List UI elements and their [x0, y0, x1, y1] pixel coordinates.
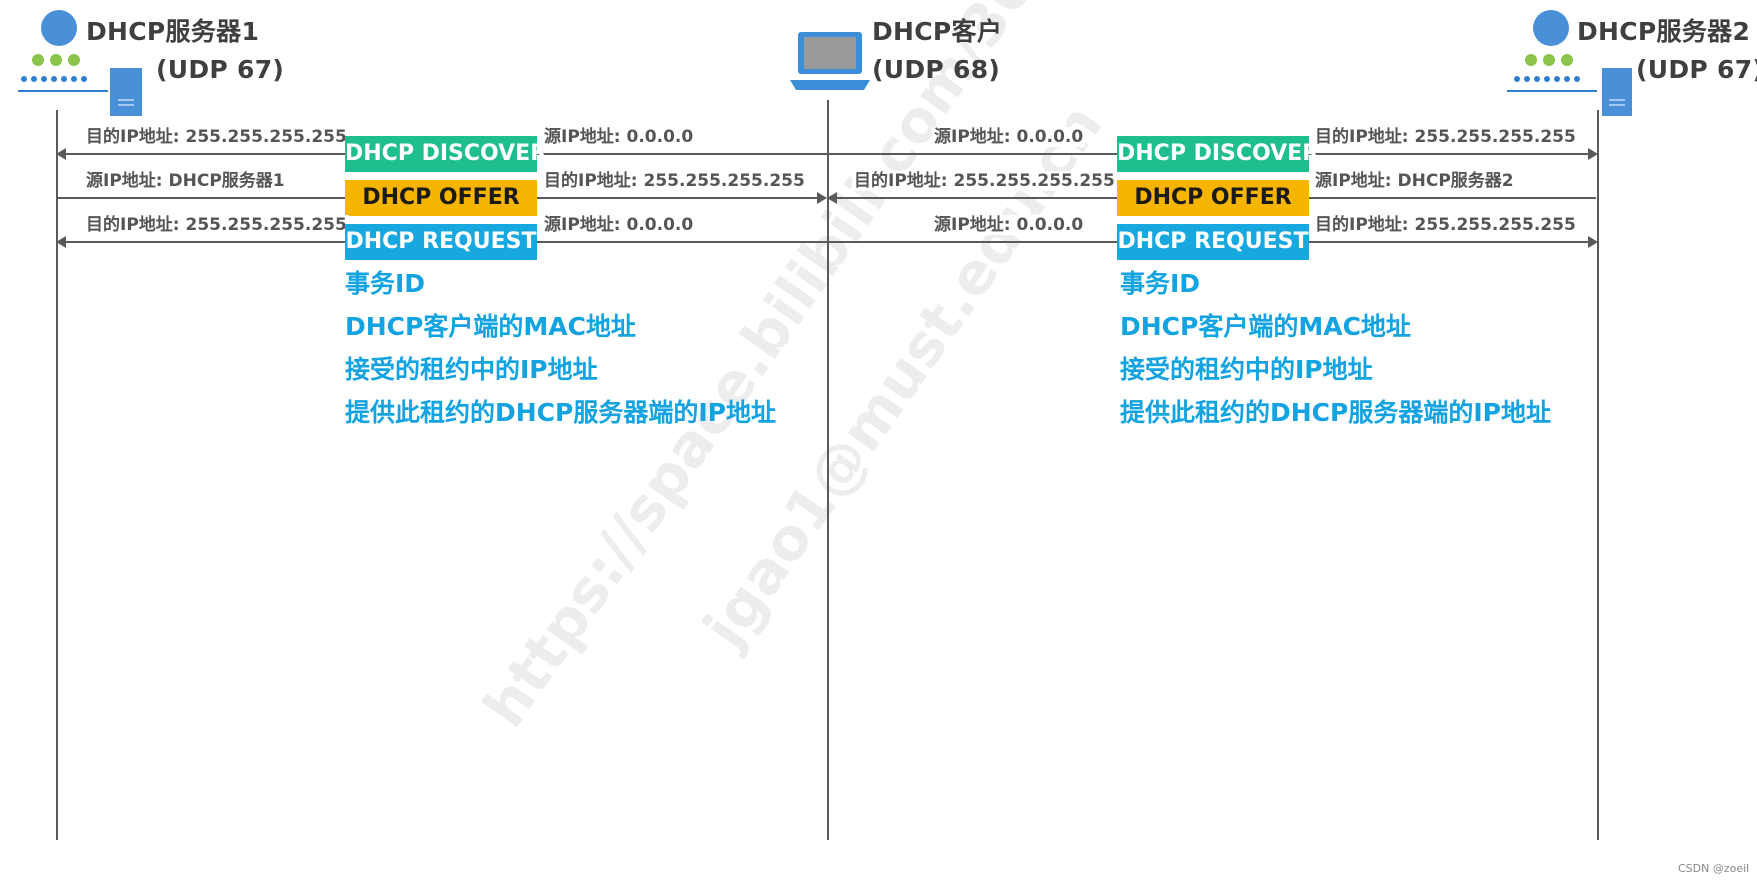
- request-src-addr: 源IP地址: 0.0.0.0: [542, 215, 696, 235]
- request-field-accepted-ip: 接受的租约中的IP地址: [345, 355, 598, 384]
- request-field-transaction-id: 事务ID: [345, 269, 426, 298]
- request-field-accepted-ip: 接受的租约中的IP地址: [1120, 355, 1373, 384]
- source-credit: CSDN @zoeil: [1678, 862, 1750, 875]
- offer-dest-addr: 目的IP地址: 255.255.255.255: [852, 171, 1117, 191]
- request-field-client-mac: DHCP客户端的MAC地址: [1120, 312, 1411, 341]
- offer-dest-addr: 目的IP地址: 255.255.255.255: [542, 171, 807, 191]
- request-src-addr: 源IP地址: 0.0.0.0: [932, 215, 1086, 235]
- request-field-transaction-id: 事务ID: [1120, 269, 1201, 298]
- server2-lifeline: [1597, 110, 1599, 840]
- client-port: (UDP 68): [872, 55, 1001, 84]
- request-field-server-ip: 提供此租约的DHCP服务器端的IP地址: [1120, 398, 1551, 427]
- server1-name: DHCP服务器1: [86, 17, 260, 46]
- dhcp-offer-label: DHCP OFFER: [345, 180, 537, 216]
- dhcp-discover-label: DHCP DISCOVER: [1117, 136, 1319, 172]
- request-field-server-ip: 提供此租约的DHCP服务器端的IP地址: [345, 398, 776, 427]
- discover-dest-addr: 目的IP地址: 255.255.255.255: [1313, 127, 1578, 147]
- request-field-client-mac: DHCP客户端的MAC地址: [345, 312, 636, 341]
- dhcp-discover-label: DHCP DISCOVER: [345, 136, 547, 172]
- client-lifeline: [827, 100, 829, 840]
- server1-lifeline: [56, 110, 58, 840]
- server2-port: (UDP 67): [1636, 55, 1757, 84]
- laptop-icon: [790, 30, 870, 98]
- dhcp-offer-label: DHCP OFFER: [1117, 180, 1309, 216]
- client-name: DHCP客户: [872, 17, 1003, 46]
- request-dest-addr: 目的IP地址: 255.255.255.255: [84, 215, 349, 235]
- dhcp-request-label: DHCP REQUEST: [345, 224, 537, 260]
- server-network-icon: [18, 10, 148, 124]
- dhcp-request-label: DHCP REQUEST: [1117, 224, 1309, 260]
- discover-src-addr: 源IP地址: 0.0.0.0: [932, 127, 1086, 147]
- server-network-icon: [1507, 10, 1637, 124]
- discover-dest-addr: 目的IP地址: 255.255.255.255: [84, 127, 349, 147]
- server1-port: (UDP 67): [156, 55, 285, 84]
- request-dest-addr: 目的IP地址: 255.255.255.255: [1313, 215, 1578, 235]
- offer-src-addr: 源IP地址: DHCP服务器2: [1313, 171, 1516, 191]
- discover-src-addr: 源IP地址: 0.0.0.0: [542, 127, 696, 147]
- offer-src-addr: 源IP地址: DHCP服务器1: [84, 171, 287, 191]
- server2-name: DHCP服务器2: [1577, 17, 1751, 46]
